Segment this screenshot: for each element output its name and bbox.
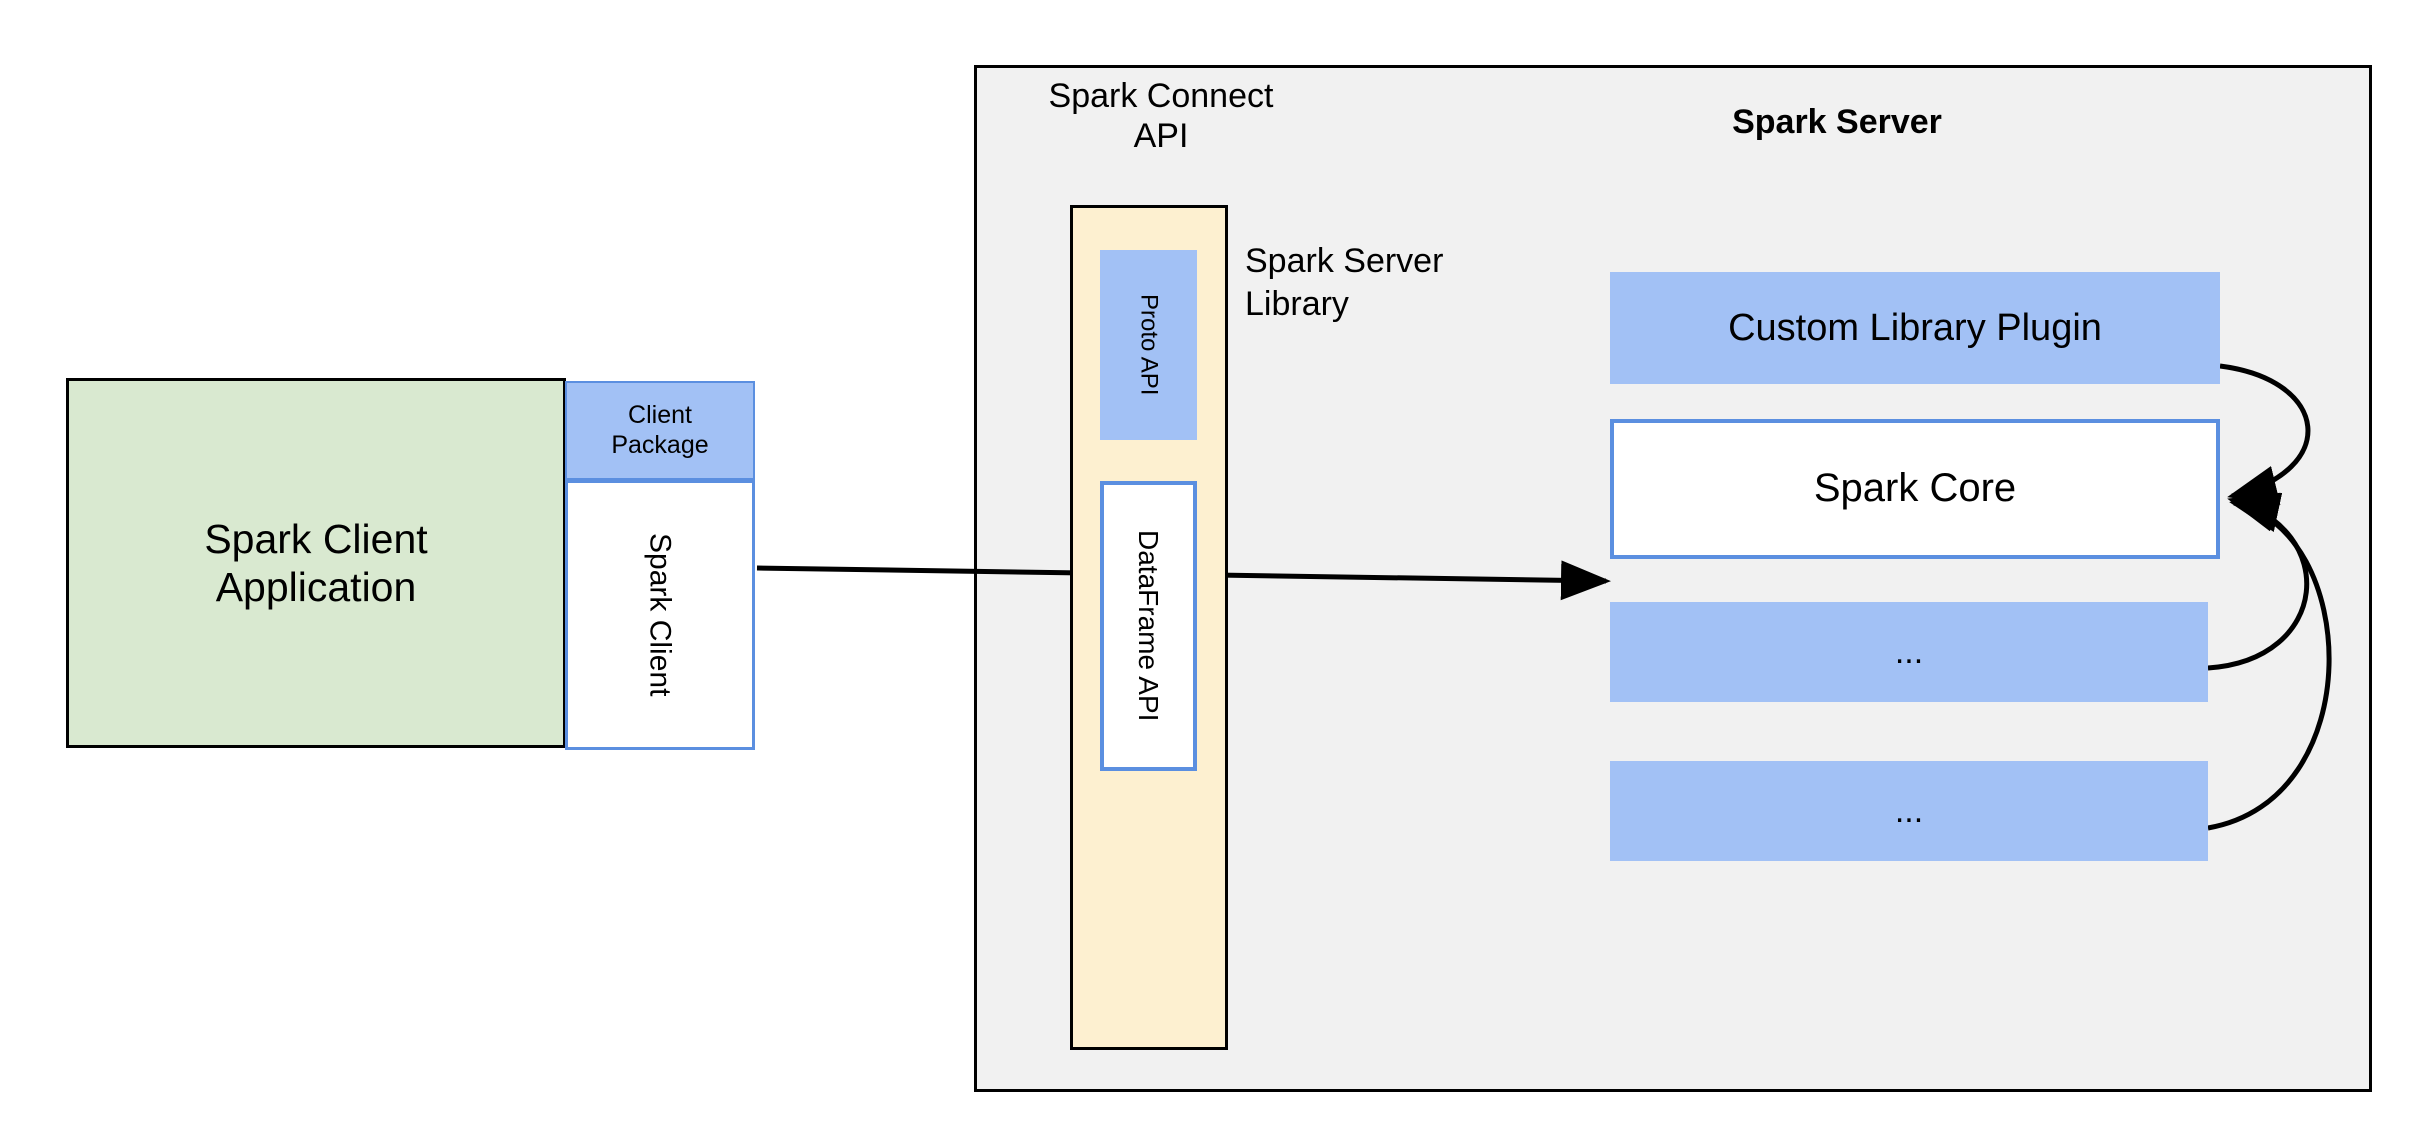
- spark-client-application-box[interactable]: Spark Client Application: [66, 378, 566, 748]
- spark-server-library-title: Spark Server Library: [1245, 242, 1444, 323]
- proto-api-box[interactable]: Proto API: [1100, 250, 1197, 440]
- client-package-box[interactable]: Client Package: [565, 381, 755, 480]
- spark-core-box[interactable]: Spark Core: [1610, 419, 2220, 559]
- spark-server-title: Spark Server: [1732, 102, 1942, 141]
- spark-client-box[interactable]: Spark Client: [565, 480, 755, 750]
- ellipsis-box-2[interactable]: ...: [1610, 761, 2208, 861]
- ellipsis-box-1[interactable]: ...: [1610, 602, 2208, 702]
- spark-connect-api-title: Spark Connect API: [1048, 77, 1274, 156]
- dataframe-api-box[interactable]: DataFrame API: [1100, 481, 1197, 771]
- custom-library-plugin-box[interactable]: Custom Library Plugin: [1610, 272, 2220, 384]
